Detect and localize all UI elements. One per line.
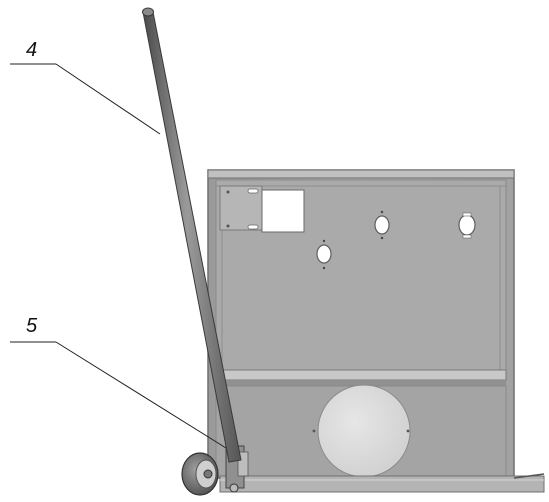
cabinet-top-rim [207,169,515,179]
callout-label-4: 4 [26,39,38,61]
mounting-plate [219,185,305,233]
square-cutout [261,189,305,233]
wheel [181,452,219,496]
callout-label-5: 5 [26,315,38,337]
panel-hole-3 [316,239,332,270]
base-rail [219,475,545,493]
cabinet-shelf [215,369,507,381]
callout-5-leader [10,341,227,449]
callout-4-leader [10,63,161,135]
lever-arm [142,7,242,463]
cabinet [207,169,545,493]
panel-hole-1 [374,210,390,240]
panel-hole-2 [458,212,476,239]
